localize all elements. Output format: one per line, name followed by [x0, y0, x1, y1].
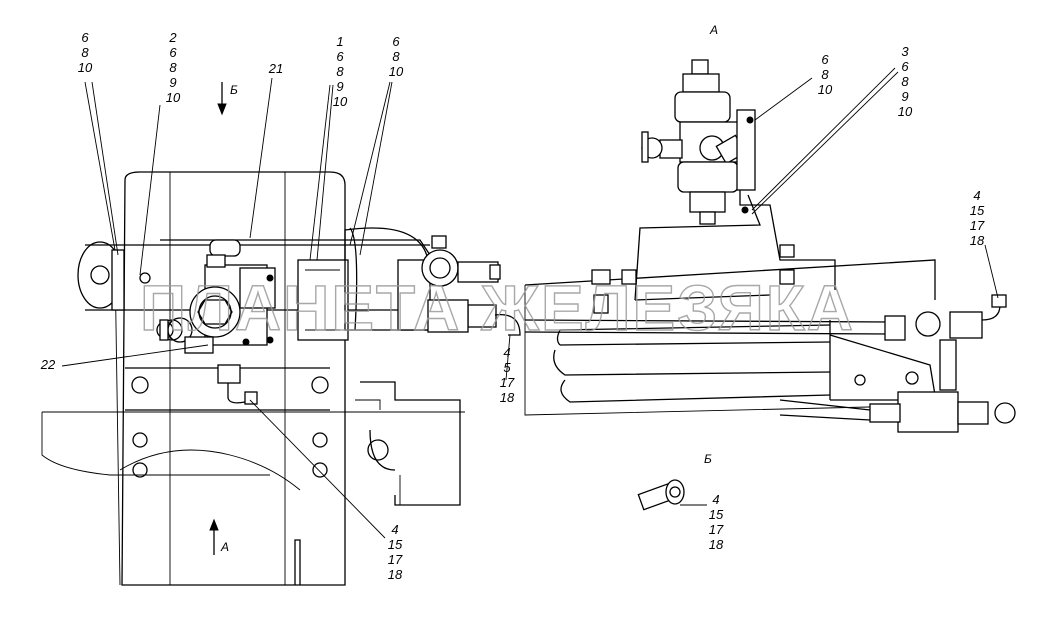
callout-number: 4	[391, 522, 398, 537]
callout-number: 4	[503, 345, 510, 360]
callout-c6: 6 8 10	[818, 52, 833, 97]
callout-number: 17	[709, 522, 724, 537]
callout-number: 6	[392, 34, 400, 49]
callout-number: 6	[336, 49, 344, 64]
callout-number: 9	[336, 79, 343, 94]
callout-number: 10	[818, 82, 833, 97]
callout-number: 10	[898, 104, 913, 119]
callout-number: 8	[81, 45, 89, 60]
callout-number: 6	[169, 45, 177, 60]
callout-c4: 1 6 8 9 10	[333, 34, 348, 109]
callout-number: 10	[78, 60, 93, 75]
callout-number: 6	[901, 59, 909, 74]
callout-number: 5	[503, 360, 511, 375]
frame-rail-right	[524, 259, 956, 416]
callout-number: 8	[901, 74, 909, 89]
detail-b-fitting	[637, 479, 685, 511]
callout-c5: 6 8 10	[389, 34, 404, 79]
callout-number: 8	[821, 67, 829, 82]
callout-number: 4	[973, 188, 980, 203]
callout-number: 17	[388, 552, 403, 567]
watermark: ПЛАНЕТА ЖЕЛЕЗЯКА	[140, 272, 855, 344]
callout-number: 6	[821, 52, 829, 67]
callout-number: 2	[168, 30, 177, 45]
view-label-a-bottom: А	[220, 540, 229, 554]
view-arrows	[209, 82, 227, 555]
callout-number: 1	[336, 34, 343, 49]
callout-number: 9	[169, 75, 176, 90]
callout-c2: 2 6 8 9 10	[166, 30, 181, 105]
callout-c8: 4 15 17 18	[970, 188, 985, 248]
callout-number: 8	[336, 64, 344, 79]
callout-number: 15	[388, 537, 403, 552]
callout-number: 17	[970, 218, 985, 233]
callout-number: 18	[970, 233, 985, 248]
view-label-b-detail: Б	[704, 452, 712, 466]
callout-number: 10	[333, 94, 348, 109]
callout-number: 21	[268, 61, 283, 76]
callout-c10: 4 5 17 18	[500, 345, 515, 405]
callout-number: 10	[166, 90, 181, 105]
callout-number: 4	[712, 492, 719, 507]
callout-number: 18	[709, 537, 724, 552]
callout-number: 18	[388, 567, 403, 582]
callout-number: 8	[169, 60, 177, 75]
view-label-a: А	[709, 23, 718, 37]
valve-assembly-right	[634, 59, 836, 301]
callout-c1: 6 8 10	[78, 30, 93, 75]
callout-number: 8	[392, 49, 400, 64]
frame-bracket-left	[41, 171, 465, 586]
callout-number: 9	[901, 89, 908, 104]
callout-c11: 4 15 17 18	[388, 522, 403, 582]
mount-beam-left	[77, 239, 431, 341]
valve-assembly-left	[156, 239, 276, 405]
callout-c9: 22	[40, 357, 56, 372]
leader-lines	[61, 67, 999, 539]
pipeline-right	[524, 244, 1016, 433]
cross-member-left	[355, 381, 461, 506]
callout-number: 15	[709, 507, 724, 522]
callout-c12: 4 15 17 18	[709, 492, 724, 552]
callout-number: 3	[901, 44, 909, 59]
callout-c7: 3 6 8 9 10	[898, 44, 913, 119]
brake-chamber-left	[344, 227, 521, 336]
callout-number: 15	[970, 203, 985, 218]
callout-c3: 21	[268, 61, 283, 76]
callout-number: 10	[389, 64, 404, 79]
callout-number: 6	[81, 30, 89, 45]
callout-number: 22	[40, 357, 56, 372]
callout-number: 17	[500, 375, 515, 390]
view-label-b: Б	[230, 83, 238, 97]
callout-number: 18	[500, 390, 515, 405]
